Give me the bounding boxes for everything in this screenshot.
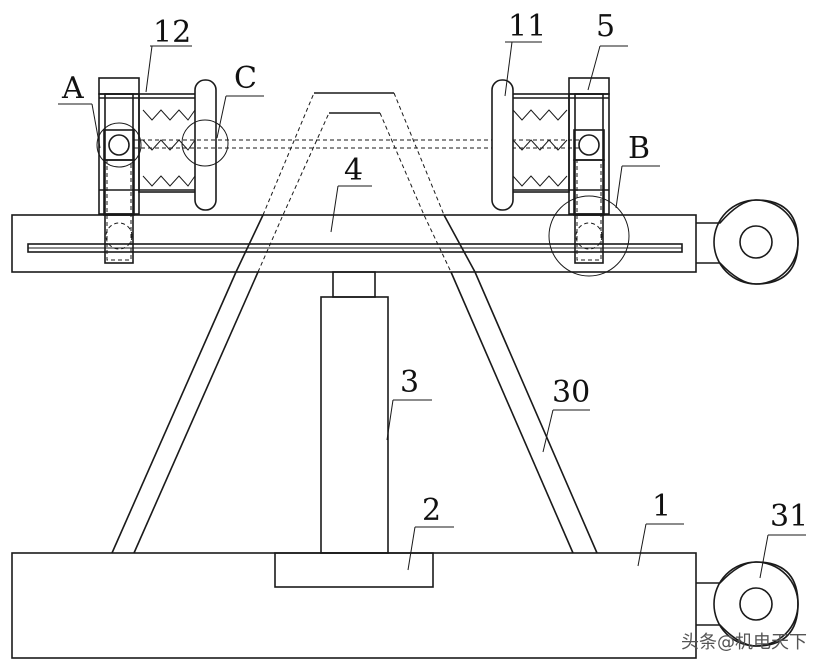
- left-clamp-pad: [194, 79, 217, 211]
- beam-wheel-inner: [739, 225, 773, 259]
- label-1: 1: [652, 489, 671, 524]
- leader-2: [407, 526, 416, 571]
- right-clamp-pad: [491, 79, 514, 211]
- base-wheel-outer: [713, 561, 799, 647]
- label-2: 2: [422, 493, 441, 528]
- label-11: 11: [508, 9, 546, 44]
- detail-circle-c: [181, 119, 229, 167]
- a-frame-outer-hidden-left: [262, 92, 315, 216]
- leader-4: [330, 185, 339, 233]
- label-c: C: [234, 61, 257, 96]
- base-block: [274, 552, 434, 588]
- leader-c: [216, 95, 227, 139]
- left-spring-2: [142, 139, 196, 151]
- a-frame-inner-hidden-left: [257, 112, 330, 273]
- left-bearing: [108, 134, 130, 156]
- label-a: A: [61, 71, 84, 106]
- right-slide: [573, 159, 605, 216]
- left-spring-1: [142, 109, 196, 121]
- right-spring-3: [512, 175, 568, 187]
- left-slide: [103, 159, 135, 216]
- right-spring-box: [510, 93, 570, 193]
- beam-wheel-bracket: [696, 199, 799, 285]
- right-slider-wheel: [575, 222, 603, 250]
- left-spring-box: [138, 93, 198, 193]
- right-slider-block: [574, 214, 604, 264]
- beam: [11, 214, 697, 273]
- leader-5: [587, 45, 601, 91]
- detail-circle-a: [96, 122, 142, 168]
- right-bearing: [578, 134, 600, 156]
- left-slider-block: [104, 214, 134, 264]
- base-plate: [11, 552, 697, 659]
- leader-31: [759, 534, 769, 579]
- base-wheel-inner: [739, 587, 773, 621]
- left-slider-wheel: [105, 222, 133, 250]
- left-spring-3: [142, 175, 196, 187]
- leader-30: [542, 409, 554, 453]
- a-frame-outer-hidden-right: [393, 92, 445, 216]
- label-b: B: [628, 131, 650, 166]
- a-frame-inner-hidden-right: [379, 112, 452, 273]
- right-spring-2: [512, 139, 568, 151]
- label-30: 30: [552, 375, 590, 410]
- label-3: 3: [400, 365, 419, 400]
- a-frame-inner-left: [133, 271, 259, 554]
- left-slide-hidden: [106, 159, 132, 261]
- a-frame-outer: [111, 271, 237, 554]
- label-12: 12: [153, 15, 191, 50]
- left-clamp-cap: [98, 77, 140, 95]
- leader-3: [386, 399, 394, 441]
- beam-wheel-outer: [713, 199, 799, 285]
- column-neck: [332, 271, 376, 298]
- label-31: 31: [770, 499, 808, 534]
- right-slide-hidden: [576, 159, 602, 261]
- right-spring-1: [512, 109, 568, 121]
- column: [320, 296, 389, 554]
- leader-1: [637, 523, 647, 567]
- leader-b: [615, 165, 623, 209]
- leader-12: [145, 45, 153, 93]
- label-4: 4: [344, 153, 363, 188]
- watermark: 头条@机电天下: [681, 632, 807, 653]
- right-clamp-inner: [574, 93, 604, 215]
- label-5: 5: [596, 9, 615, 44]
- a-frame-inner-right: [450, 271, 574, 554]
- detail-circle-b: [548, 195, 630, 277]
- leader-11: [504, 41, 513, 97]
- left-clamp-inner: [104, 93, 134, 215]
- leader-a: [91, 103, 101, 149]
